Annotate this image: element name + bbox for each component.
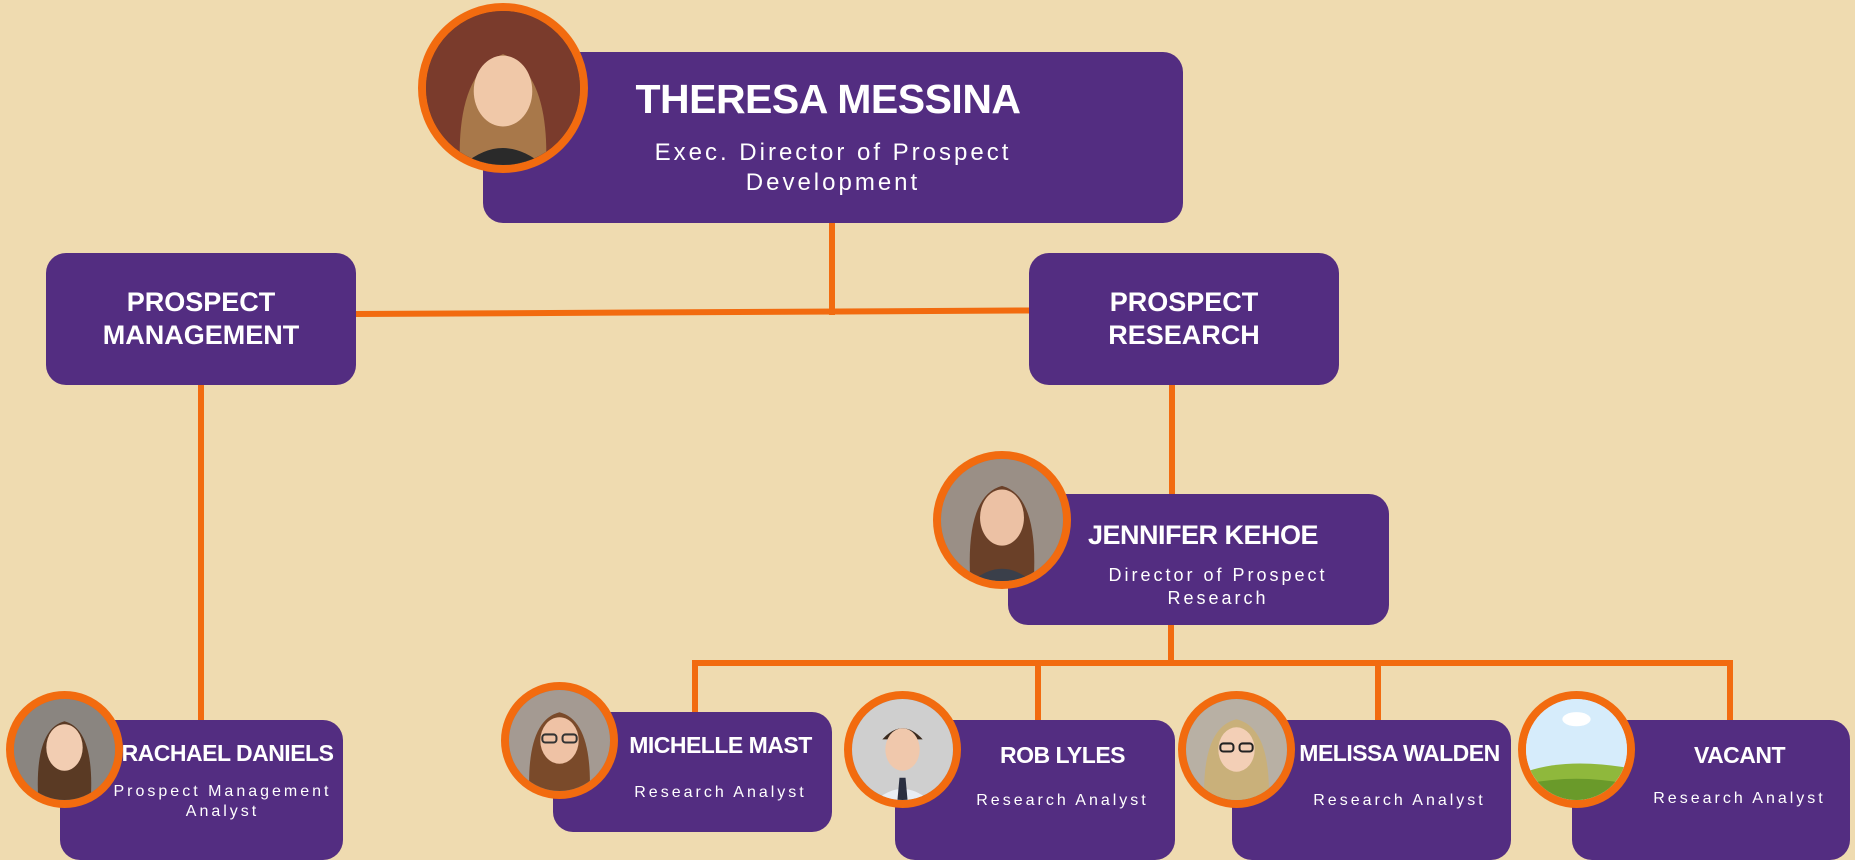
connector-director-down [829, 222, 835, 315]
connector-kehoe-down [1168, 622, 1174, 665]
staff-title: Research Analyst [634, 784, 807, 801]
connector-management-down [198, 383, 204, 723]
prospect-management-box: PROSPECT MANAGEMENT [46, 253, 356, 385]
michelle-mast-avatar [501, 682, 618, 799]
staff-name: MELISSA WALDEN [1299, 740, 1500, 766]
connector-mast [692, 660, 698, 715]
director-name: THERESA MESSINA [635, 76, 1021, 122]
director-title: Exec. Director of Prospect Development [654, 139, 1012, 196]
staff-title: Research Analyst [1313, 792, 1486, 809]
connector-departments [354, 307, 1031, 317]
research-director-avatar [933, 451, 1071, 589]
rob-lyles-avatar [844, 691, 961, 808]
staff-name: ROB LYLES [999, 742, 1126, 768]
vacant-placeholder-avatar [1518, 691, 1635, 808]
research-director-name: JENNIFER KEHOE [1088, 520, 1319, 550]
staff-title: Prospect Management Analyst [113, 783, 332, 820]
connector-research-down [1169, 383, 1175, 495]
staff-name: VACANT [1693, 742, 1786, 768]
staff-name: MICHELLE MAST [629, 732, 812, 758]
rachael-daniels-avatar [6, 691, 123, 808]
connector-lyles [1035, 660, 1041, 722]
staff-title: Research Analyst [976, 792, 1149, 809]
prospect-research-box: PROSPECT RESEARCH [1029, 253, 1339, 385]
melissa-walden-avatar [1178, 691, 1295, 808]
connector-walden [1375, 660, 1381, 722]
director-avatar [418, 3, 588, 173]
staff-title: Research Analyst [1653, 790, 1826, 807]
connector-analysts-bar [692, 660, 1733, 666]
connector-vacant [1727, 660, 1733, 722]
director-card: THERESA MESSINA Exec. Director of Prospe… [483, 52, 1183, 223]
research-director-card: JENNIFER KEHOE Director of Prospect Rese… [1008, 494, 1389, 625]
staff-name: RACHAEL DANIELS [121, 740, 334, 766]
research-director-title: Director of Prospect Research [1108, 565, 1328, 608]
